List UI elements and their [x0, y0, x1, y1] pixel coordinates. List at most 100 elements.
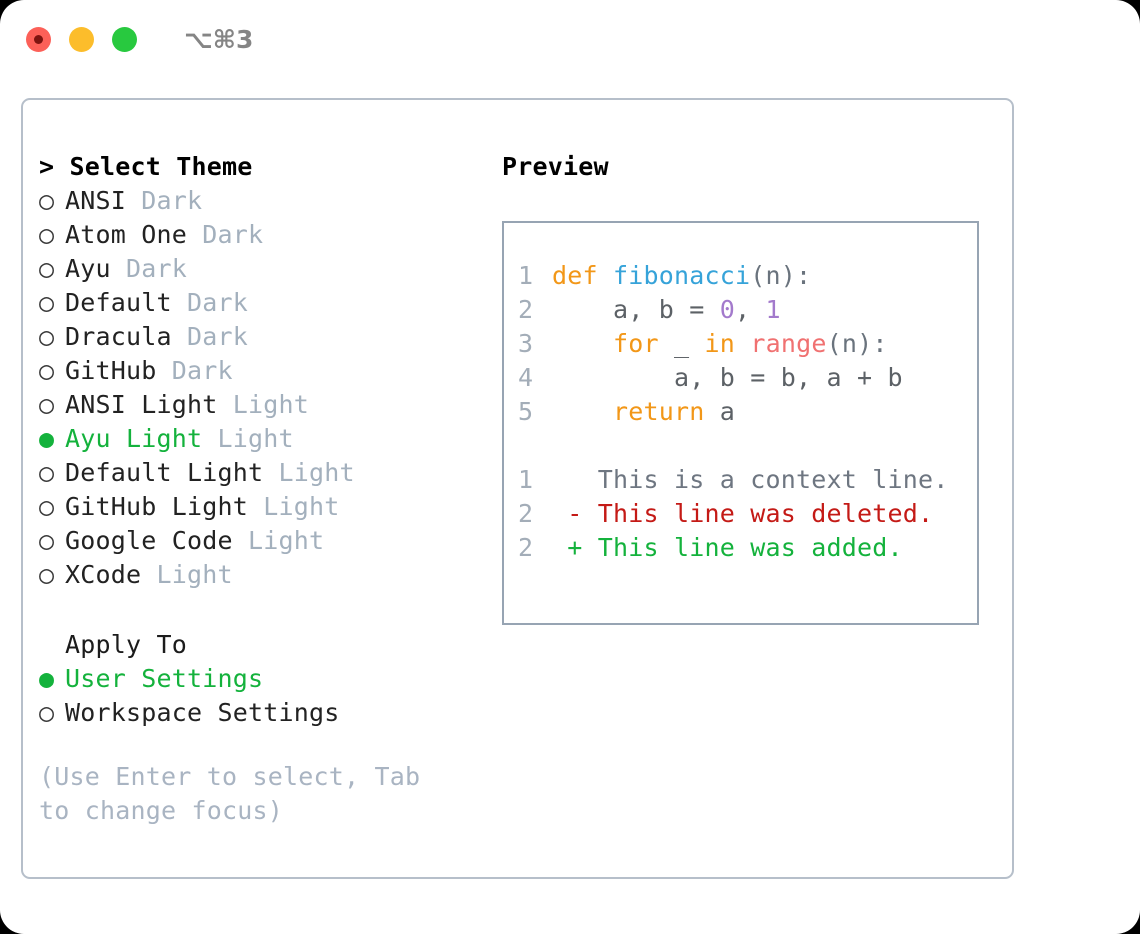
select-theme-header: > Select Theme	[39, 152, 253, 181]
code-token	[735, 329, 750, 358]
code-line: 2 a, b = 0, 1	[518, 293, 949, 327]
apply-to-item[interactable]: ○ Workspace Settings	[39, 696, 479, 730]
theme-kind-label: Dark	[187, 322, 249, 351]
code-token: (n):	[826, 329, 888, 358]
theme-kind-label: Dark	[187, 288, 249, 317]
line-number: 2	[518, 533, 534, 562]
theme-list-item[interactable]: ●Ayu Light Light	[39, 422, 479, 456]
code-token: for	[613, 329, 659, 358]
radio-unselected-icon: ○	[39, 390, 55, 419]
theme-list-item[interactable]: ○GitHub Dark	[39, 354, 479, 388]
content-panel: > Select Theme ○ANSI Dark○Atom One Dark○…	[21, 98, 1014, 879]
radio-unselected-icon: ○	[39, 322, 55, 351]
keyboard-shortcut-label: ⌥⌘3	[184, 24, 254, 54]
theme-kind-label: Light	[156, 560, 233, 589]
diff-line: 2 - This line was deleted.	[518, 497, 949, 531]
line-number: 3	[518, 329, 534, 358]
code-token: return	[613, 397, 705, 426]
theme-name: XCode	[65, 560, 142, 589]
code-token: a, b = b, a + b	[552, 363, 903, 392]
theme-name: Ayu	[65, 254, 111, 283]
theme-name: GitHub Light	[65, 492, 249, 521]
radio-unselected-icon: ○	[39, 458, 55, 487]
apply-to-label: Workspace Settings	[65, 698, 340, 727]
title-bar: ⌥⌘3	[0, 0, 1140, 78]
diff-sign: -	[552, 499, 598, 528]
theme-kind-label: Dark	[202, 220, 264, 249]
diff-line: 2 + This line was added.	[518, 531, 949, 565]
radio-selected-icon: ●	[39, 424, 55, 453]
theme-name: GitHub	[65, 356, 157, 385]
diff-text: This line was deleted.	[597, 499, 934, 528]
theme-kind-label: Light	[217, 424, 294, 453]
code-token: a, b =	[552, 295, 720, 324]
code-token: range	[750, 329, 827, 358]
line-number: 5	[518, 397, 534, 426]
preview-separator	[518, 429, 949, 463]
radio-unselected-icon: ○	[39, 698, 55, 727]
code-token: def	[552, 261, 598, 290]
theme-list-item[interactable]: ○Google Code Light	[39, 524, 479, 558]
line-number: 2	[518, 499, 534, 528]
code-token: _	[658, 329, 705, 358]
theme-name: ANSI	[65, 186, 127, 215]
maximize-button[interactable]	[112, 26, 137, 52]
radio-unselected-icon: ○	[39, 288, 55, 317]
theme-list-item[interactable]: ○XCode Light	[39, 558, 479, 592]
radio-unselected-icon: ○	[39, 254, 55, 283]
code-line: 3 for _ in range(n):	[518, 327, 949, 361]
theme-name: ANSI Light	[65, 390, 218, 419]
code-token	[552, 329, 613, 358]
code-token: ,	[735, 295, 766, 324]
apply-to-item[interactable]: ● User Settings	[39, 662, 479, 696]
radio-unselected-icon: ○	[39, 526, 55, 555]
theme-list-item[interactable]: ○ Dracula Dark	[39, 320, 479, 354]
code-token: (n):	[750, 261, 812, 290]
theme-list-item[interactable]: ○ Default Dark	[39, 286, 479, 320]
theme-name: Atom One	[65, 220, 188, 249]
window-controls	[26, 26, 137, 52]
code-token	[598, 261, 613, 290]
diff-line-text: + This line was added.	[552, 533, 903, 562]
diff-sign	[552, 465, 598, 494]
theme-kind-label: Dark	[171, 356, 233, 385]
theme-kind-label: Light	[278, 458, 355, 487]
theme-list-item[interactable]: ○ANSI Light Light	[39, 388, 479, 422]
radio-unselected-icon: ○	[39, 492, 55, 521]
theme-list-item[interactable]: ○ Default Light Light	[39, 456, 479, 490]
theme-name: Google Code	[65, 526, 233, 555]
code-line: 5 return a	[518, 395, 949, 429]
radio-unselected-icon: ○	[39, 186, 55, 215]
apply-to-label: User Settings	[65, 664, 264, 693]
theme-list[interactable]: ○ANSI Dark○Atom One Dark○Ayu Dark○Defaul…	[39, 184, 479, 592]
code-token: 0	[719, 295, 736, 324]
line-number: 1	[518, 465, 534, 494]
code-token: 1	[765, 295, 781, 324]
theme-name: Dracula	[65, 322, 172, 351]
theme-list-item[interactable]: ○ANSI Dark	[39, 184, 479, 218]
theme-kind-label: Light	[263, 492, 340, 521]
theme-list-item[interactable]: ○Atom One Dark	[39, 218, 479, 252]
theme-picker-column: > Select Theme ○ANSI Dark○Atom One Dark○…	[39, 150, 479, 828]
diff-line: 1 This is a context line.	[518, 463, 949, 497]
theme-name: Default	[65, 288, 172, 317]
apply-to-list[interactable]: ● User Settings ○ Workspace Settings	[39, 662, 479, 730]
radio-selected-icon: ●	[39, 664, 55, 693]
diff-text: This line was added.	[597, 533, 903, 562]
close-button[interactable]	[26, 26, 51, 52]
code-token: a	[704, 397, 736, 426]
theme-list-item[interactable]: ○ GitHub Light Light	[39, 490, 479, 524]
code-token	[552, 397, 613, 426]
diff-line-text: - This line was deleted.	[552, 499, 933, 528]
code-line: 4 a, b = b, a + b	[518, 361, 949, 395]
theme-list-item[interactable]: ○Ayu Dark	[39, 252, 479, 286]
minimize-button[interactable]	[69, 26, 94, 52]
code-token: fibonacci	[613, 261, 751, 290]
theme-name: Default Light	[65, 458, 264, 487]
diff-text: This is a context line.	[597, 465, 949, 494]
